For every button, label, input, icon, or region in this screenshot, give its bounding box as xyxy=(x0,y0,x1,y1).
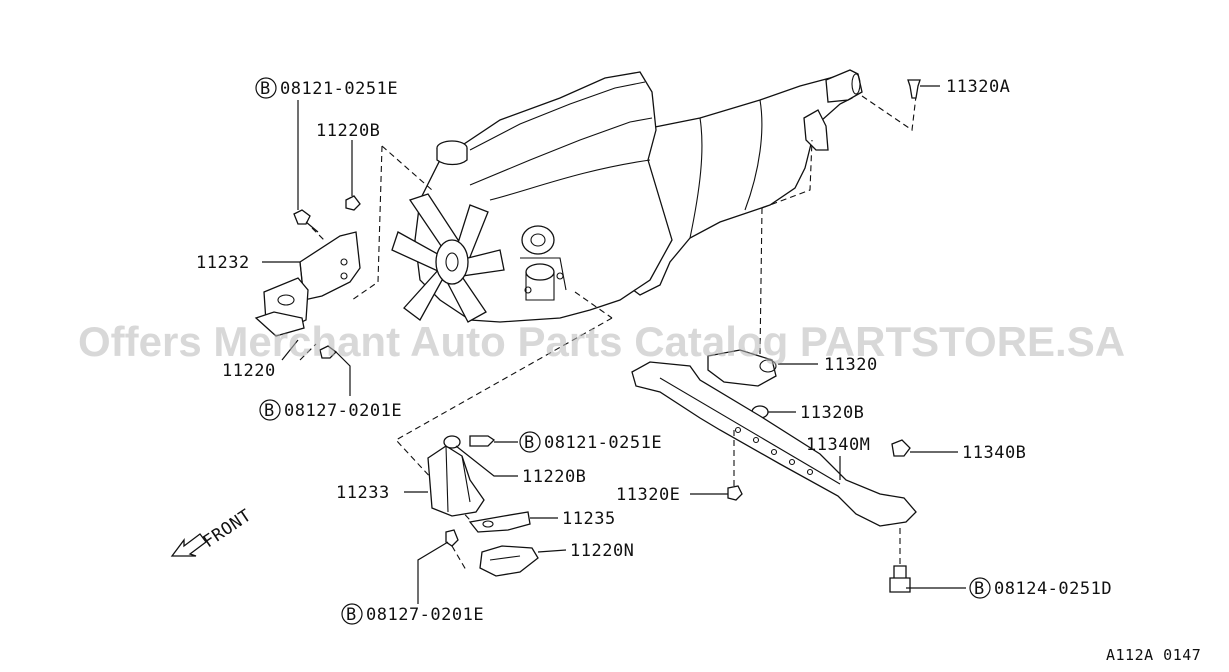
label-08121-0251e-top: 08121-0251E xyxy=(280,79,398,99)
engine-assembly xyxy=(391,69,863,323)
bolt-prefix: B xyxy=(346,605,357,625)
left-engine-mount xyxy=(254,195,361,361)
label-11320: 11320 xyxy=(824,355,878,375)
label-11233: 11233 xyxy=(336,483,390,503)
fan xyxy=(391,193,505,323)
label-11220n: 11220N xyxy=(570,541,634,561)
diagram-code: A112A 0147 xyxy=(1106,646,1201,664)
label-11340b: 11340B xyxy=(962,443,1026,463)
bolt-label-mid-left: B 08127-0201E xyxy=(259,399,402,421)
bolt-prefix: B xyxy=(974,579,985,599)
label-08121-0251e-center: 08121-0251E xyxy=(544,433,662,453)
crossmember xyxy=(631,349,917,593)
bolt-prefix: B xyxy=(524,433,535,453)
label-08127-0201e-bottom: 08127-0201E xyxy=(366,605,484,625)
bolt-label-bottom: B 08127-0201E xyxy=(341,603,484,625)
bolt-label-right: B 08124-0251D xyxy=(969,577,1112,599)
front-arrow-icon xyxy=(170,533,207,557)
label-11320a: 11320A xyxy=(946,77,1010,97)
label-11340m: 11340M xyxy=(806,435,870,455)
bolt-11320a xyxy=(907,79,921,99)
label-11235: 11235 xyxy=(562,509,616,529)
bolt-prefix: B xyxy=(264,401,275,421)
label-11320b: 11320B xyxy=(800,403,864,423)
watermark: Offers Merchant Auto Parts Catalog PARTS… xyxy=(78,318,1125,365)
label-11220b-center: 11220B xyxy=(522,467,586,487)
bolt-label-top-left: B 08121-0251E xyxy=(255,77,398,99)
label-11320e: 11320E xyxy=(616,485,680,505)
front-indicator: FRONT xyxy=(170,506,256,557)
center-engine-mount xyxy=(427,435,539,577)
label-11220b-top: 11220B xyxy=(316,121,380,141)
label-11232: 11232 xyxy=(196,253,250,273)
bolt-prefix: B xyxy=(260,79,271,99)
label-front: FRONT xyxy=(200,506,256,553)
bolt-label-center: B 08121-0251E xyxy=(519,431,662,453)
label-08124-0251d: 08124-0251D xyxy=(994,579,1112,599)
label-08127-0201e-mid: 08127-0201E xyxy=(284,401,402,421)
label-11220: 11220 xyxy=(222,361,276,381)
